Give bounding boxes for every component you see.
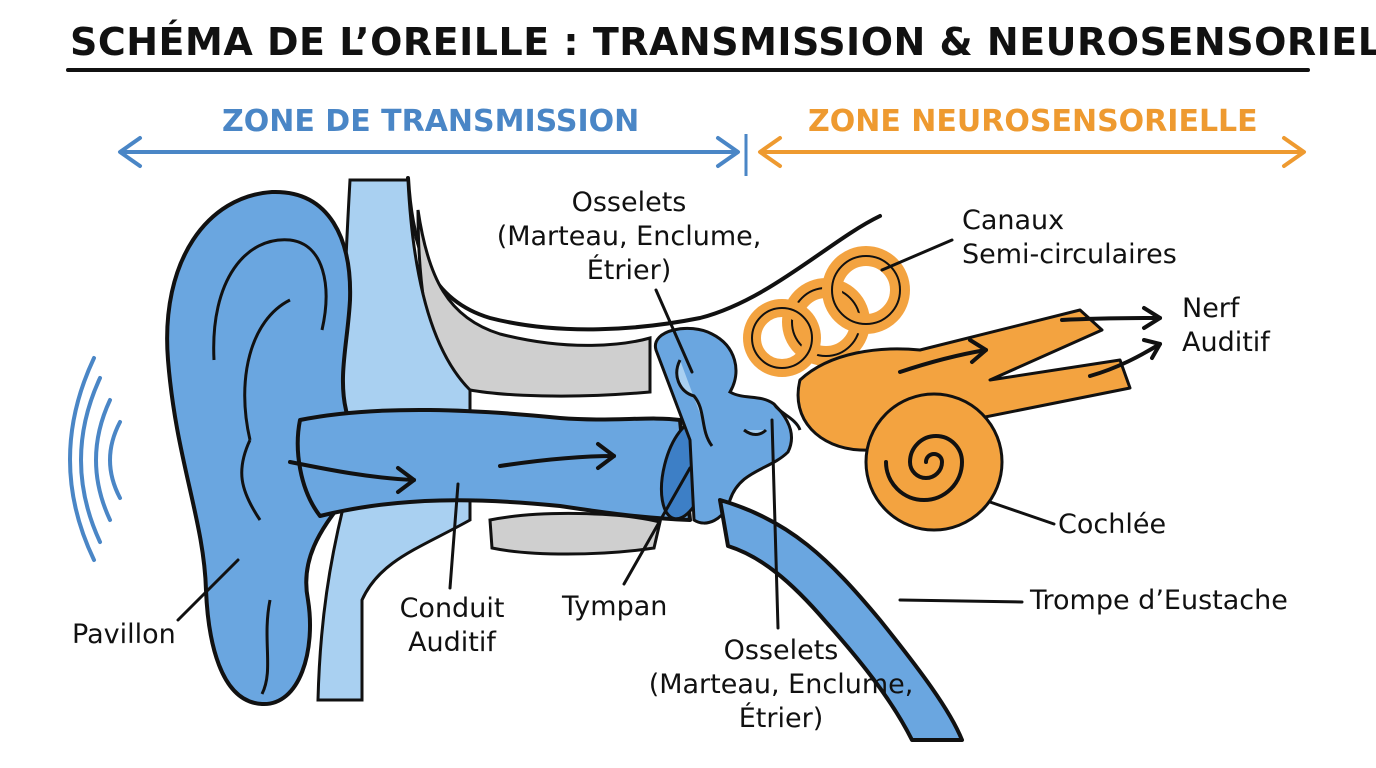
- title-underline: [66, 68, 1310, 72]
- page-title: SCHÉMA DE L’OREILLE : TRANSMISSION & NEU…: [70, 20, 1376, 64]
- label-osselets-bottom-line2: (Marteau, Enclume,: [648, 669, 914, 700]
- label-osselets-top-line2: (Marteau, Enclume,: [496, 221, 762, 252]
- ear-lobe-line: [260, 599, 272, 695]
- label-conduit-auditif: Conduit Auditif: [386, 592, 518, 660]
- label-conduit-line2: Auditif: [408, 627, 496, 658]
- label-canaux-line1: Canaux: [962, 205, 1065, 236]
- label-nerf-auditif: Nerf Auditif: [1182, 292, 1270, 360]
- cochlea: [864, 392, 1004, 532]
- label-cochlee: Cochlée: [1058, 509, 1167, 540]
- eustachian-tube: [718, 498, 964, 742]
- lower-bone: [488, 511, 662, 556]
- label-canaux-semi-circulaires: Canaux Semi-circulaires: [962, 204, 1177, 272]
- label-canaux-line2: Semi-circulaires: [962, 239, 1177, 270]
- label-osselets-bottom-line3: Étrier): [738, 703, 824, 734]
- label-osselets-bottom: Osselets (Marteau, Enclume, Étrier): [646, 634, 916, 736]
- label-tympan: Tympan: [562, 591, 668, 622]
- pinna-antihelix: [240, 298, 291, 521]
- label-osselets-top: Osselets (Marteau, Enclume, Étrier): [494, 186, 764, 288]
- label-conduit-line1: Conduit: [399, 593, 505, 624]
- zone-transmission-label: ZONE DE TRANSMISSION: [222, 104, 640, 139]
- label-osselets-top-line1: Osselets: [571, 187, 687, 218]
- label-nerf-line1: Nerf: [1182, 293, 1240, 324]
- semicircular-canals: [743, 246, 910, 377]
- neurosensory-zone-arrow: [758, 136, 1306, 168]
- label-nerf-line2: Auditif: [1182, 327, 1270, 358]
- zone-neurosensory-label: ZONE NEUROSENSORIELLE: [808, 104, 1258, 139]
- pinna-helix: [212, 238, 328, 361]
- leader-lines: [176, 238, 1056, 630]
- label-osselets-bottom-line1: Osselets: [723, 635, 839, 666]
- transmission-zone-arrow: [118, 136, 740, 168]
- ossicles: [675, 359, 802, 447]
- label-pavillon: Pavillon: [72, 619, 176, 650]
- label-osselets-top-line3: Étrier): [586, 255, 672, 286]
- sound-waves: [68, 356, 122, 562]
- label-trompe-eustache: Trompe d’Eustache: [1030, 585, 1288, 616]
- sound-flow-arrows: [288, 306, 1162, 494]
- ear-canal: [295, 407, 692, 522]
